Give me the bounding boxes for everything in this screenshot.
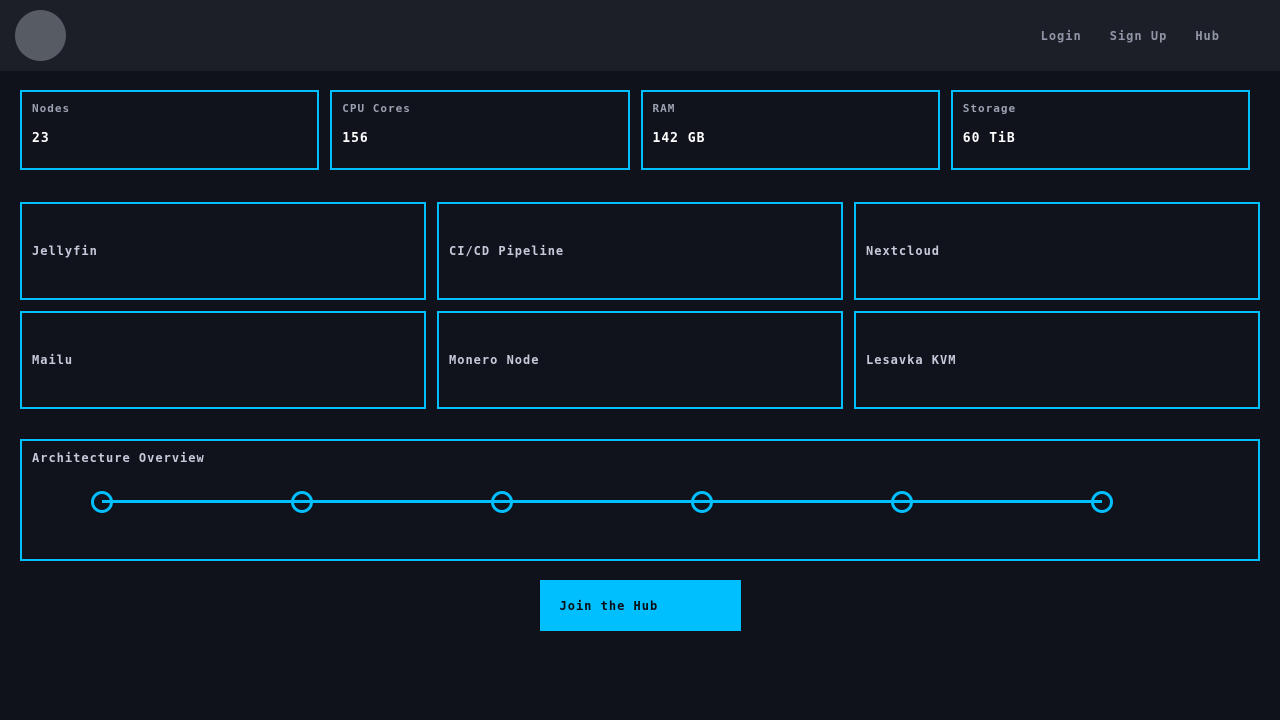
architecture-connector-line bbox=[102, 500, 1102, 503]
architecture-overview: Architecture Overview bbox=[20, 439, 1260, 561]
service-card-nextcloud[interactable]: Nextcloud bbox=[854, 202, 1260, 300]
service-name: CI/CD Pipeline bbox=[449, 244, 565, 258]
architecture-node-icon bbox=[491, 491, 513, 513]
service-name: Lesavka KVM bbox=[866, 353, 957, 367]
stat-value: 142 GB bbox=[652, 131, 706, 146]
service-card-monero-node[interactable]: Monero Node bbox=[437, 311, 843, 409]
service-card-lesavka-kvm[interactable]: Lesavka KVM bbox=[854, 311, 1260, 409]
stat-label: CPU Cores bbox=[342, 102, 411, 115]
stat-card-storage: Storage 60 TiB bbox=[950, 90, 1250, 170]
stat-card-nodes: Nodes 23 bbox=[20, 90, 320, 170]
architecture-node-icon bbox=[91, 491, 113, 513]
avatar[interactable] bbox=[15, 10, 66, 61]
service-name: Jellyfin bbox=[32, 244, 98, 258]
service-name: Mailu bbox=[32, 353, 74, 367]
service-card-mailu[interactable]: Mailu bbox=[20, 311, 426, 409]
stat-label: RAM bbox=[652, 102, 676, 115]
stat-value: 156 bbox=[342, 131, 369, 146]
stats-row: Nodes 23 CPU Cores 156 RAM 142 GB Storag… bbox=[20, 90, 1250, 170]
stat-value: 60 TiB bbox=[962, 131, 1016, 146]
main-nav: Login Sign Up Hub bbox=[1041, 29, 1220, 43]
top-bar: Login Sign Up Hub bbox=[0, 0, 1280, 71]
nav-login[interactable]: Login bbox=[1040, 28, 1082, 43]
stat-card-ram: RAM 142 GB bbox=[640, 90, 940, 170]
architecture-node-icon bbox=[891, 491, 913, 513]
service-card-jellyfin[interactable]: Jellyfin bbox=[20, 202, 426, 300]
nav-hub[interactable]: Hub bbox=[1195, 28, 1220, 43]
architecture-title: Architecture Overview bbox=[32, 451, 205, 465]
stat-card-cpu-cores: CPU Cores 156 bbox=[330, 90, 630, 170]
stat-value: 23 bbox=[32, 131, 50, 146]
service-card-cicd-pipeline[interactable]: CI/CD Pipeline bbox=[437, 202, 843, 300]
service-name: Nextcloud bbox=[866, 244, 941, 258]
stat-label: Nodes bbox=[32, 102, 71, 115]
dashboard: Nodes 23 CPU Cores 156 RAM 142 GB Storag… bbox=[0, 71, 1280, 631]
services-grid: Jellyfin CI/CD Pipeline Nextcloud Mailu … bbox=[20, 202, 1260, 409]
architecture-node-icon bbox=[291, 491, 313, 513]
join-hub-button[interactable]: Join the Hub bbox=[539, 580, 741, 631]
service-name: Monero Node bbox=[449, 353, 540, 367]
nav-sign-up[interactable]: Sign Up bbox=[1109, 28, 1168, 43]
architecture-node-icon bbox=[691, 491, 713, 513]
architecture-node-icon bbox=[1091, 491, 1113, 513]
stat-label: Storage bbox=[962, 102, 1017, 115]
